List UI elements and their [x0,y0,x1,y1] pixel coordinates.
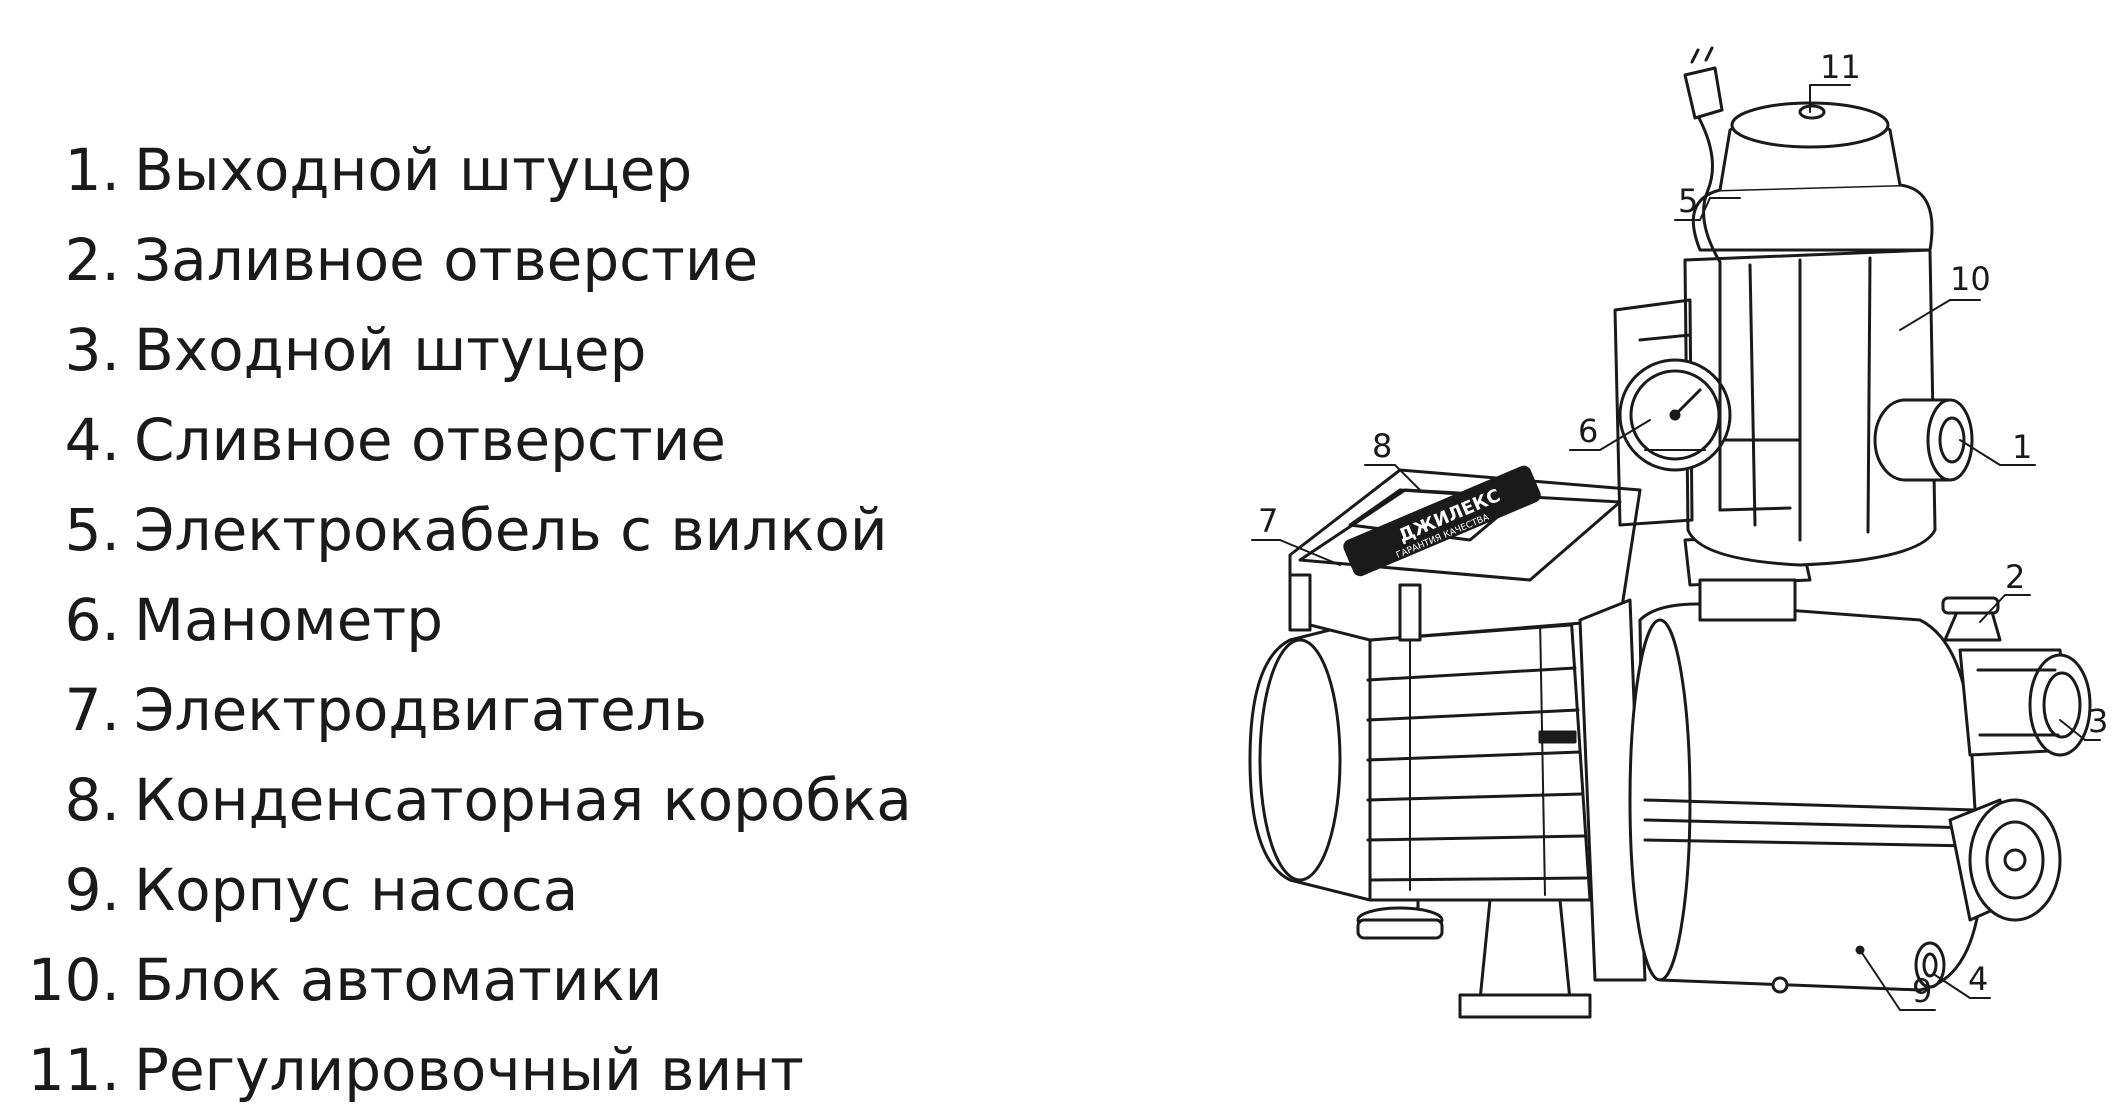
automation-unit [1613,101,1974,567]
electric-motor [1248,598,1592,902]
pump-diagram: 11 5 10 1 6 8 7 2 3 4 9 ДЖИЛЕКС ГАРАНТИЯ… [1248,46,2108,1019]
legend-label: Выходной штуцер [134,136,693,204]
pressure-gauge [1618,358,1732,472]
legend-item-6: 6.Манометр [0,580,443,660]
callout-2: 2 [2005,558,2025,596]
leader-lines [1251,84,2101,1011]
callout-8: 8 [1372,427,1392,465]
legend-label: Электрокабель с вилкой [134,496,888,564]
legend-label: Заливное отверстие [134,226,759,294]
callout-7: 7 [1258,502,1278,540]
legend-number: 11. [27,1036,120,1104]
priming-plug [1941,596,2002,642]
legend-item-11: 11.Регулировочный винт [0,1030,804,1110]
legend-label: Регулировочный винт [134,1036,804,1104]
callout-1: 1 [2012,428,2032,466]
pump-housing [1628,602,1982,994]
legend-label: Входной штуцер [134,316,647,384]
legend-item-2: 2.Заливное отверстие [0,220,759,300]
pump-front-plate [1948,798,2062,922]
legend-number: 7. [64,676,120,744]
legend-number: 10. [27,946,120,1014]
legend-item-8: 8.Конденсаторная коробка [0,760,912,840]
callout-11: 11 [1820,48,1861,86]
legend-label: Сливное отверстие [134,406,726,474]
legend-label: Манометр [134,586,444,654]
pump-base [1356,898,1592,1019]
legend-number: 6. [64,586,120,654]
legend-label: Конденсаторная коробка [134,766,912,834]
legend-number: 1. [64,136,120,204]
legend-number: 4. [64,406,120,474]
legend-number: 5. [64,496,120,564]
legend-label: Блок автоматики [134,946,663,1014]
legend-item-4: 4.Сливное отверстие [0,400,726,480]
legend-item-10: 10.Блок автоматики [0,940,663,1020]
legend-item-9: 9.Корпус насоса [0,850,579,930]
legend-number: 9. [64,856,120,924]
legend-item-1: 1.Выходной штуцер [0,130,693,210]
legend-item-7: 7.Электродвигатель [0,670,707,750]
callout-9: 9 [1912,972,1932,1010]
callout-6: 6 [1578,412,1598,450]
suction-inlet [1958,648,2092,757]
legend-item-5: 5.Электрокабель с вилкой [0,490,888,570]
callout-4: 4 [1968,960,1988,998]
legend-item-3: 3.Входной штуцер [0,310,647,390]
legend-label: Электродвигатель [134,676,708,744]
capacitor-box [1288,465,1642,642]
legend-label: Корпус насоса [134,856,579,924]
callout-5: 5 [1678,182,1698,220]
callout-10: 10 [1950,260,1991,298]
callout-3: 3 [2088,702,2108,740]
power-cable [1683,46,1792,512]
legend-number: 8. [64,766,120,834]
legend-number: 2. [64,226,120,294]
legend-number: 3. [64,316,120,384]
